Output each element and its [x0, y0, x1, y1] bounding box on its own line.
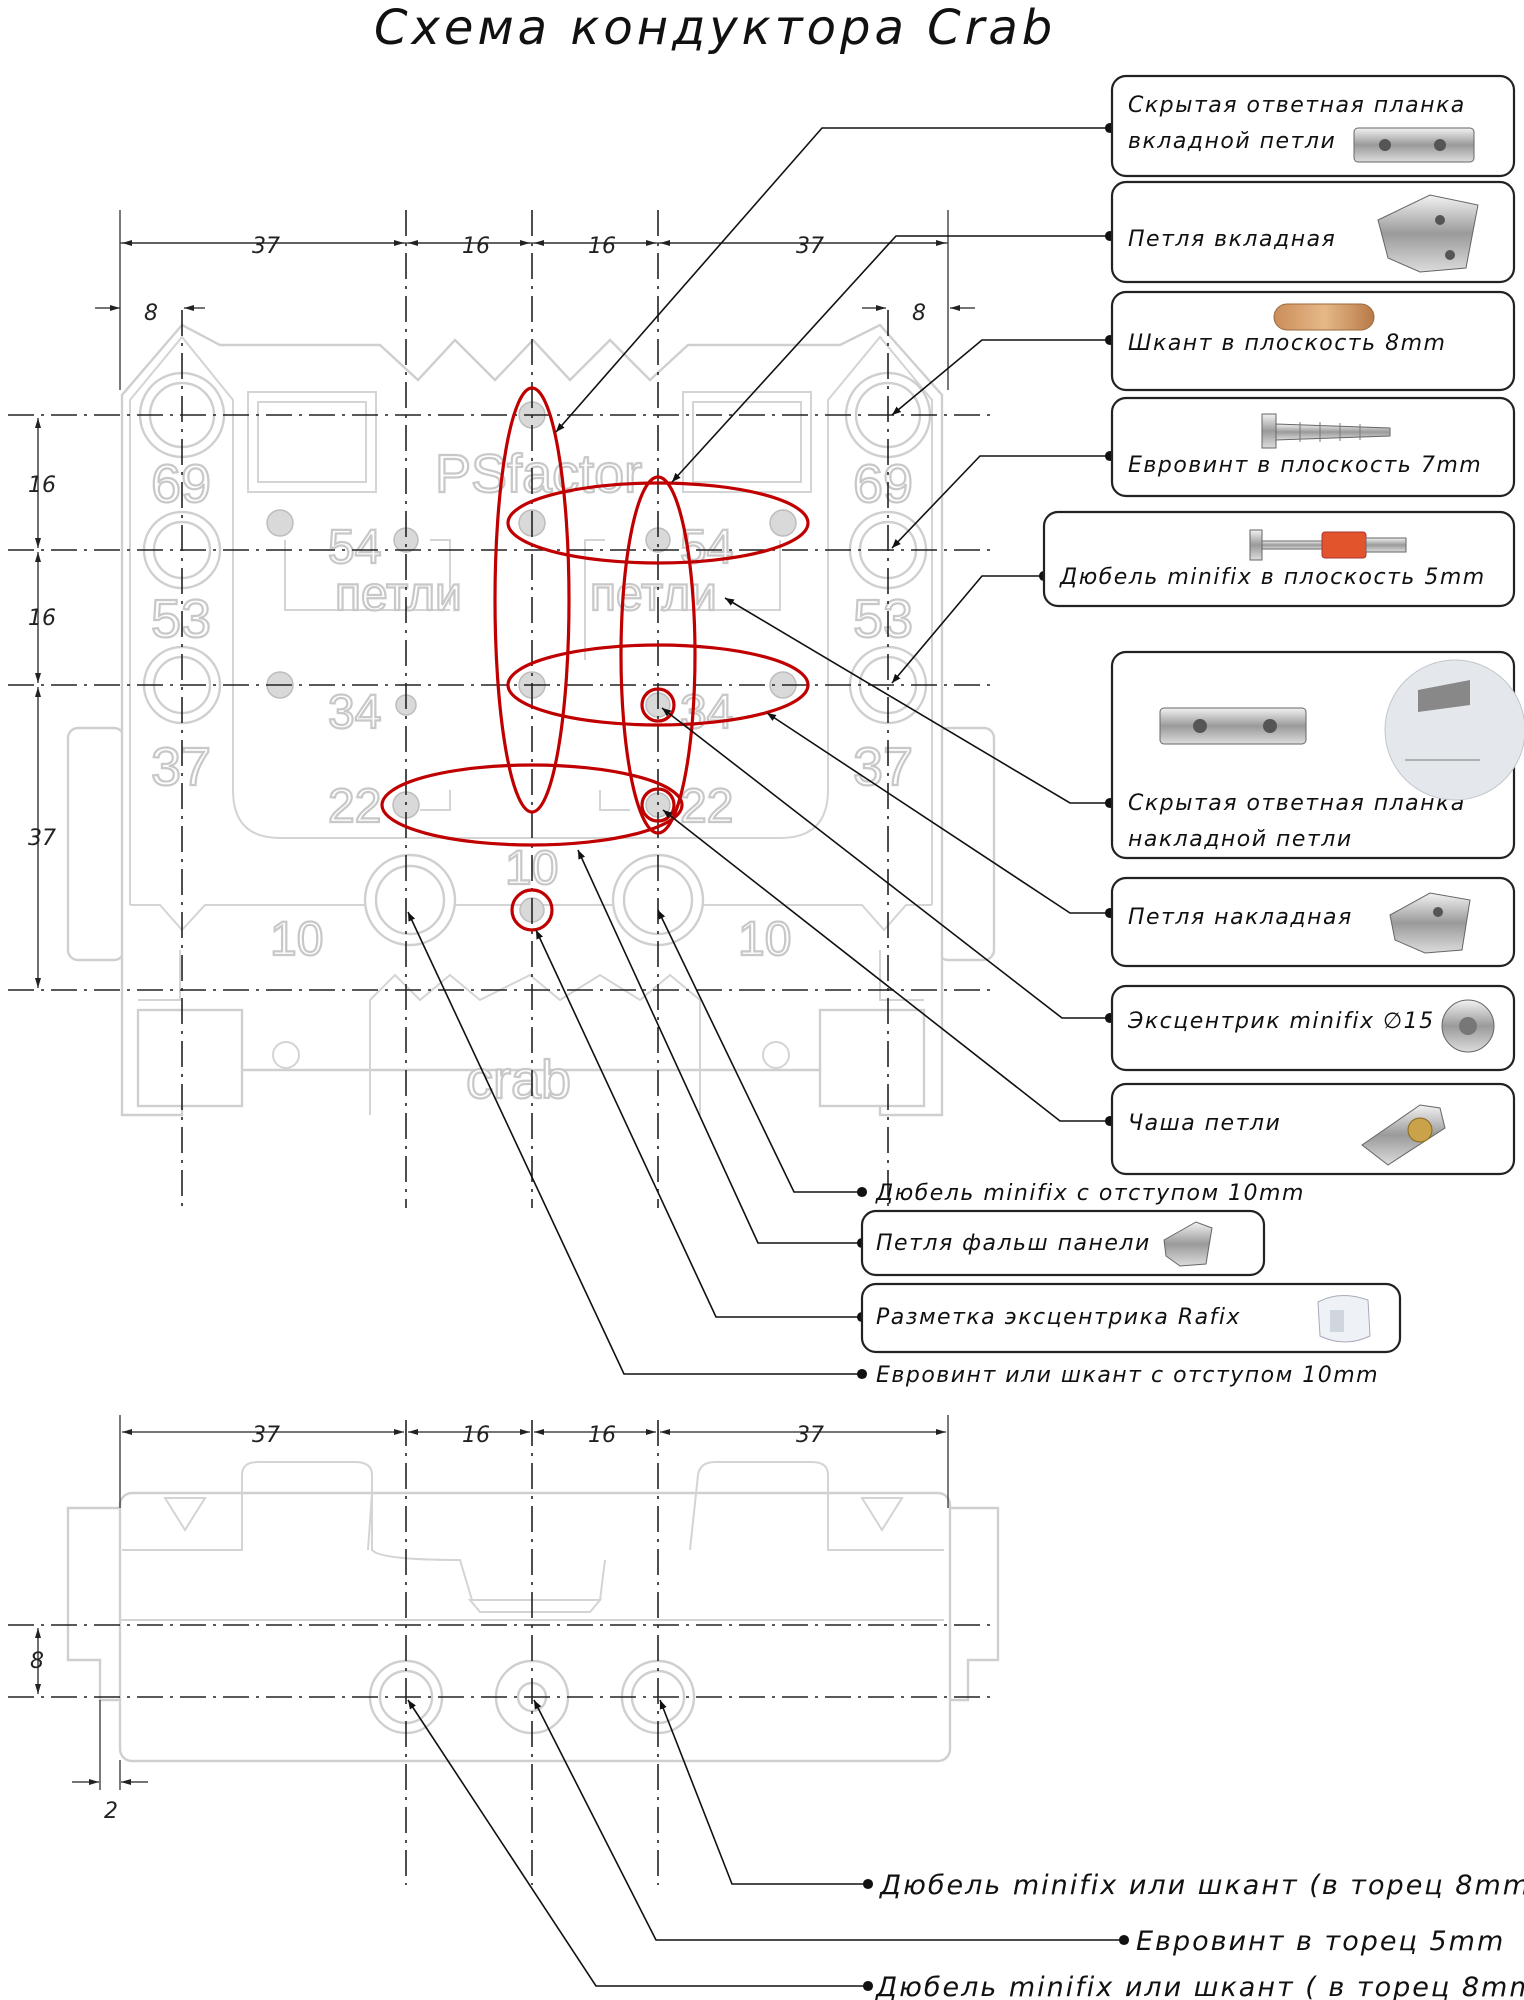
callout-false-panel-hinge: Петля фальш панели [860, 1209, 1266, 1277]
hinge-icon [1377, 194, 1479, 273]
jig-number-37-right: 37 [853, 737, 913, 797]
callout-minifix-offset-10mm: Дюбель minifix с отступом 10mm [875, 1181, 1305, 1206]
side-center-lines [8, 1415, 990, 1885]
callout-side-minifix-left: Дюбель minifix или шкант ( в торец 8mm) [875, 1972, 1524, 2000]
dim-side-8: 8 [30, 1649, 44, 1674]
minifix-bolt-icon [1249, 529, 1407, 561]
callout-text: Дюбель minifix в плоскость 5mm [1059, 565, 1486, 590]
hinge-icon [1163, 1221, 1213, 1267]
callout-text: Эксцентрик minifix ∅15 [1127, 1009, 1435, 1034]
callout-text: Петля накладная [1128, 905, 1353, 930]
dim-left-16-upper: 16 [28, 473, 56, 498]
callout-minifix-cam: Эксцентрик minifix ∅15 [1110, 984, 1516, 1072]
dowel-icon [1273, 303, 1375, 331]
callout-text: Петля фальш панели [876, 1231, 1151, 1256]
jig-hinge-label-left: петли [335, 568, 462, 621]
jig-number-53-left: 53 [151, 589, 211, 649]
dim-top-16-left: 16 [462, 234, 490, 259]
jig-hinge-label-right: петли [590, 568, 717, 621]
highlight-marks [380, 386, 810, 932]
jig-number-10-left: 10 [270, 913, 323, 966]
callout-inset-hinge: Петля вкладная [1110, 180, 1516, 284]
dim-side-2: 2 [104, 1799, 118, 1824]
jig-side-view [66, 1461, 1000, 1763]
leader-lines [407, 122, 1130, 1992]
callout-euroscrew-7mm: Евровинт в плоскость 7mm [1110, 396, 1516, 498]
callout-hinge-cup: Чаша петли [1110, 1082, 1516, 1176]
jig-number-69-left: 69 [151, 454, 211, 514]
dim-side-37-left: 37 [252, 1423, 280, 1448]
jig-number-54-right: 54 [680, 521, 733, 574]
callout-overlay-hinge: Петля накладная [1110, 876, 1516, 968]
jig-number-10-right: 10 [738, 913, 791, 966]
dim-top-8-right: 8 [912, 301, 926, 326]
dim-side-16-left: 16 [462, 1423, 490, 1448]
jig-brand-label: PSfactor [435, 444, 642, 504]
diagram-title: Схема кондуктора Crab [374, 0, 1056, 56]
jig-bottom-label: crab [466, 1050, 571, 1110]
jig-number-22-right: 22 [680, 780, 733, 833]
dim-side-37-right: 37 [796, 1423, 824, 1448]
screw-icon [1261, 413, 1391, 449]
jig-number-69-right: 69 [853, 454, 913, 514]
jig-number-34-right: 34 [680, 686, 733, 739]
rafix-icon [1317, 1295, 1371, 1343]
dim-left-37: 37 [28, 826, 56, 851]
dim-top-16-right: 16 [588, 234, 616, 259]
jig-number-34-left: 34 [328, 686, 381, 739]
dim-left-16-lower: 16 [28, 606, 56, 631]
callout-rafix-marking: Разметка эксцентрика Rafix [860, 1282, 1402, 1354]
callout-euroscrew-offset-10mm: Евровинт или шкант с отступом 10mm [876, 1363, 1379, 1388]
dim-top-8-left: 8 [144, 301, 158, 326]
hidden-plate-icon [1353, 127, 1475, 163]
jig-top-view: 69 53 37 69 53 37 54 34 22 54 34 22 10 1… [66, 323, 996, 1117]
side-dimension-arrows [35, 1429, 946, 1785]
callout-text: Петля вкладная [1128, 227, 1336, 252]
callout-text: Евровинт в плоскость 7mm [1128, 453, 1482, 478]
callout-minifix-bolt-5mm: Дюбель minifix в плоскость 5mm [1042, 510, 1516, 608]
jig-number-37-left: 37 [151, 737, 211, 797]
callout-text: Шкант в плоскость 8mm [1128, 331, 1446, 356]
callout-text: Разметка эксцентрика Rafix [876, 1305, 1241, 1330]
dim-top-37-right: 37 [796, 234, 824, 259]
jig-number-54-left: 54 [328, 521, 381, 574]
hidden-plate-overlay-icon [1159, 659, 1524, 801]
callout-side-minifix-right: Дюбель minifix или шкант (в торец 8mm) [879, 1870, 1524, 1901]
callout-dowel-8mm: Шкант в плоскость 8mm [1110, 290, 1516, 392]
dim-top-37-left: 37 [252, 234, 280, 259]
hinge-cup-icon [1361, 1104, 1446, 1166]
jig-number-53-right: 53 [853, 589, 913, 649]
cam-icon [1441, 999, 1495, 1053]
callout-text: Чаша петли [1128, 1111, 1281, 1136]
callout-side-euroscrew: Евровинт в торец 5mm [1136, 1926, 1505, 1957]
dim-side-16-right: 16 [588, 1423, 616, 1448]
jig-number-22-left: 22 [328, 780, 381, 833]
hinge-icon [1389, 892, 1471, 954]
